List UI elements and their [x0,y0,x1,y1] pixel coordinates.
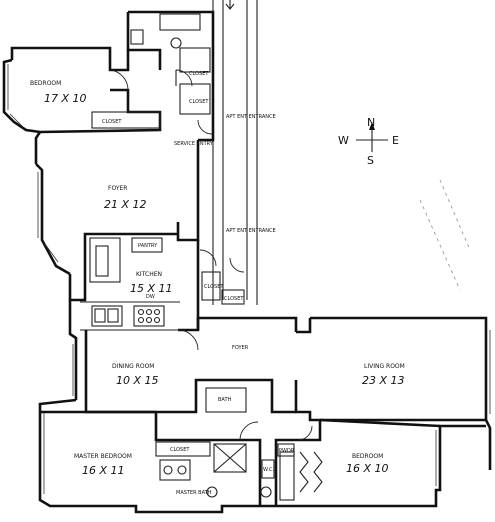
room-dims-dining: 10 X 15 [116,374,159,387]
room-bedroom-nw: BEDROOM 17 X 10 CLOSET [2,46,162,134]
closet-nw [91,111,161,129]
bath-label: BATH [218,397,232,403]
room-name-bedroom-se: BEDROOM [352,453,383,460]
compass-north: N [367,116,375,129]
compass-west: W [338,134,349,147]
closet-label-d: CLOSET [224,296,244,302]
closet-label-nw: CLOSET [102,119,122,125]
room-dims-foyer: 21 X 12 [104,198,147,211]
room-name-bedroom-nw: BEDROOM [30,80,61,87]
bathtub-top [159,13,201,31]
pantry-label: PANTRY [138,243,158,249]
room-bedroom-se: BEDROOM 16 X 10 [319,418,441,475]
service-bath-cluster: CLOSET CLOSET SERVICE ENTRY APT ENT ENTR… [126,10,276,147]
service-entry-label: SERVICE ENTRY [174,141,214,147]
south-outer-walls [38,300,492,514]
room-name-master: MASTER BEDROOM [74,453,132,460]
compass-east: E [392,134,399,147]
public-corridor [212,0,258,305]
master-vanity [159,459,191,481]
pantry [131,237,163,253]
room-master-bedroom: MASTER BEDROOM 16 X 11 [40,410,156,477]
closet-label-c: CLOSET [204,284,224,290]
room-name-kitchen: KITCHEN [136,271,162,278]
room-name-living: LIVING ROOM [364,363,405,370]
master-bath-label: MASTER BATH [176,490,212,496]
apt-entrance-label-top: APT ENT ENTRANCE [226,114,276,120]
bathtub-se [279,451,295,501]
toilet-se [260,486,272,498]
room-dims-bedroom-nw: 17 X 10 [44,92,87,105]
closet-master [155,441,211,457]
closet-label-a: CLOSET [189,71,209,77]
kitchen-counter [89,237,121,283]
foyer-small-label: FOYER [232,345,249,351]
toilet-master [206,486,218,498]
room-name-foyer: FOYER [108,185,127,192]
room-dims-master: 16 X 11 [82,464,125,477]
closet-label-master: CLOSET [170,447,190,453]
apt-entrance-label-mid: APT ENT ENTRANCE [226,228,276,234]
room-dims-kitchen: 15 X 11 [130,282,173,295]
room-name-dining: DINING ROOM [112,363,154,370]
compass-south: S [367,154,374,167]
room-dining: DINING ROOM 10 X 15 FOYER [84,329,296,414]
room-kitchen: PANTRY DW KITCHEN 15 X 11 [68,232,200,332]
room-foyer: FOYER 21 X 12 [34,131,200,276]
compass-rose: N S W E [338,116,399,167]
stove [133,305,165,327]
room-living: LIVING ROOM 23 X 13 [294,318,486,422]
dw-label: DW [146,294,155,300]
corridor-closets: CLOSET CLOSET APT ENT ENTRANCE [199,228,276,305]
closet-label-b: CLOSET [189,99,209,105]
room-dims-bedroom-se: 16 X 10 [346,462,389,475]
sink-top [130,29,144,45]
pwdr-label: PWDR [279,448,295,454]
central-bath-cluster: BATH CLOSET MASTER BATH W.C. PWDR [154,387,323,506]
wc-label: W.C. [263,467,274,473]
toilet-top [170,37,182,49]
room-dims-living: 23 X 13 [362,374,405,387]
kitchen-sink [91,305,123,327]
